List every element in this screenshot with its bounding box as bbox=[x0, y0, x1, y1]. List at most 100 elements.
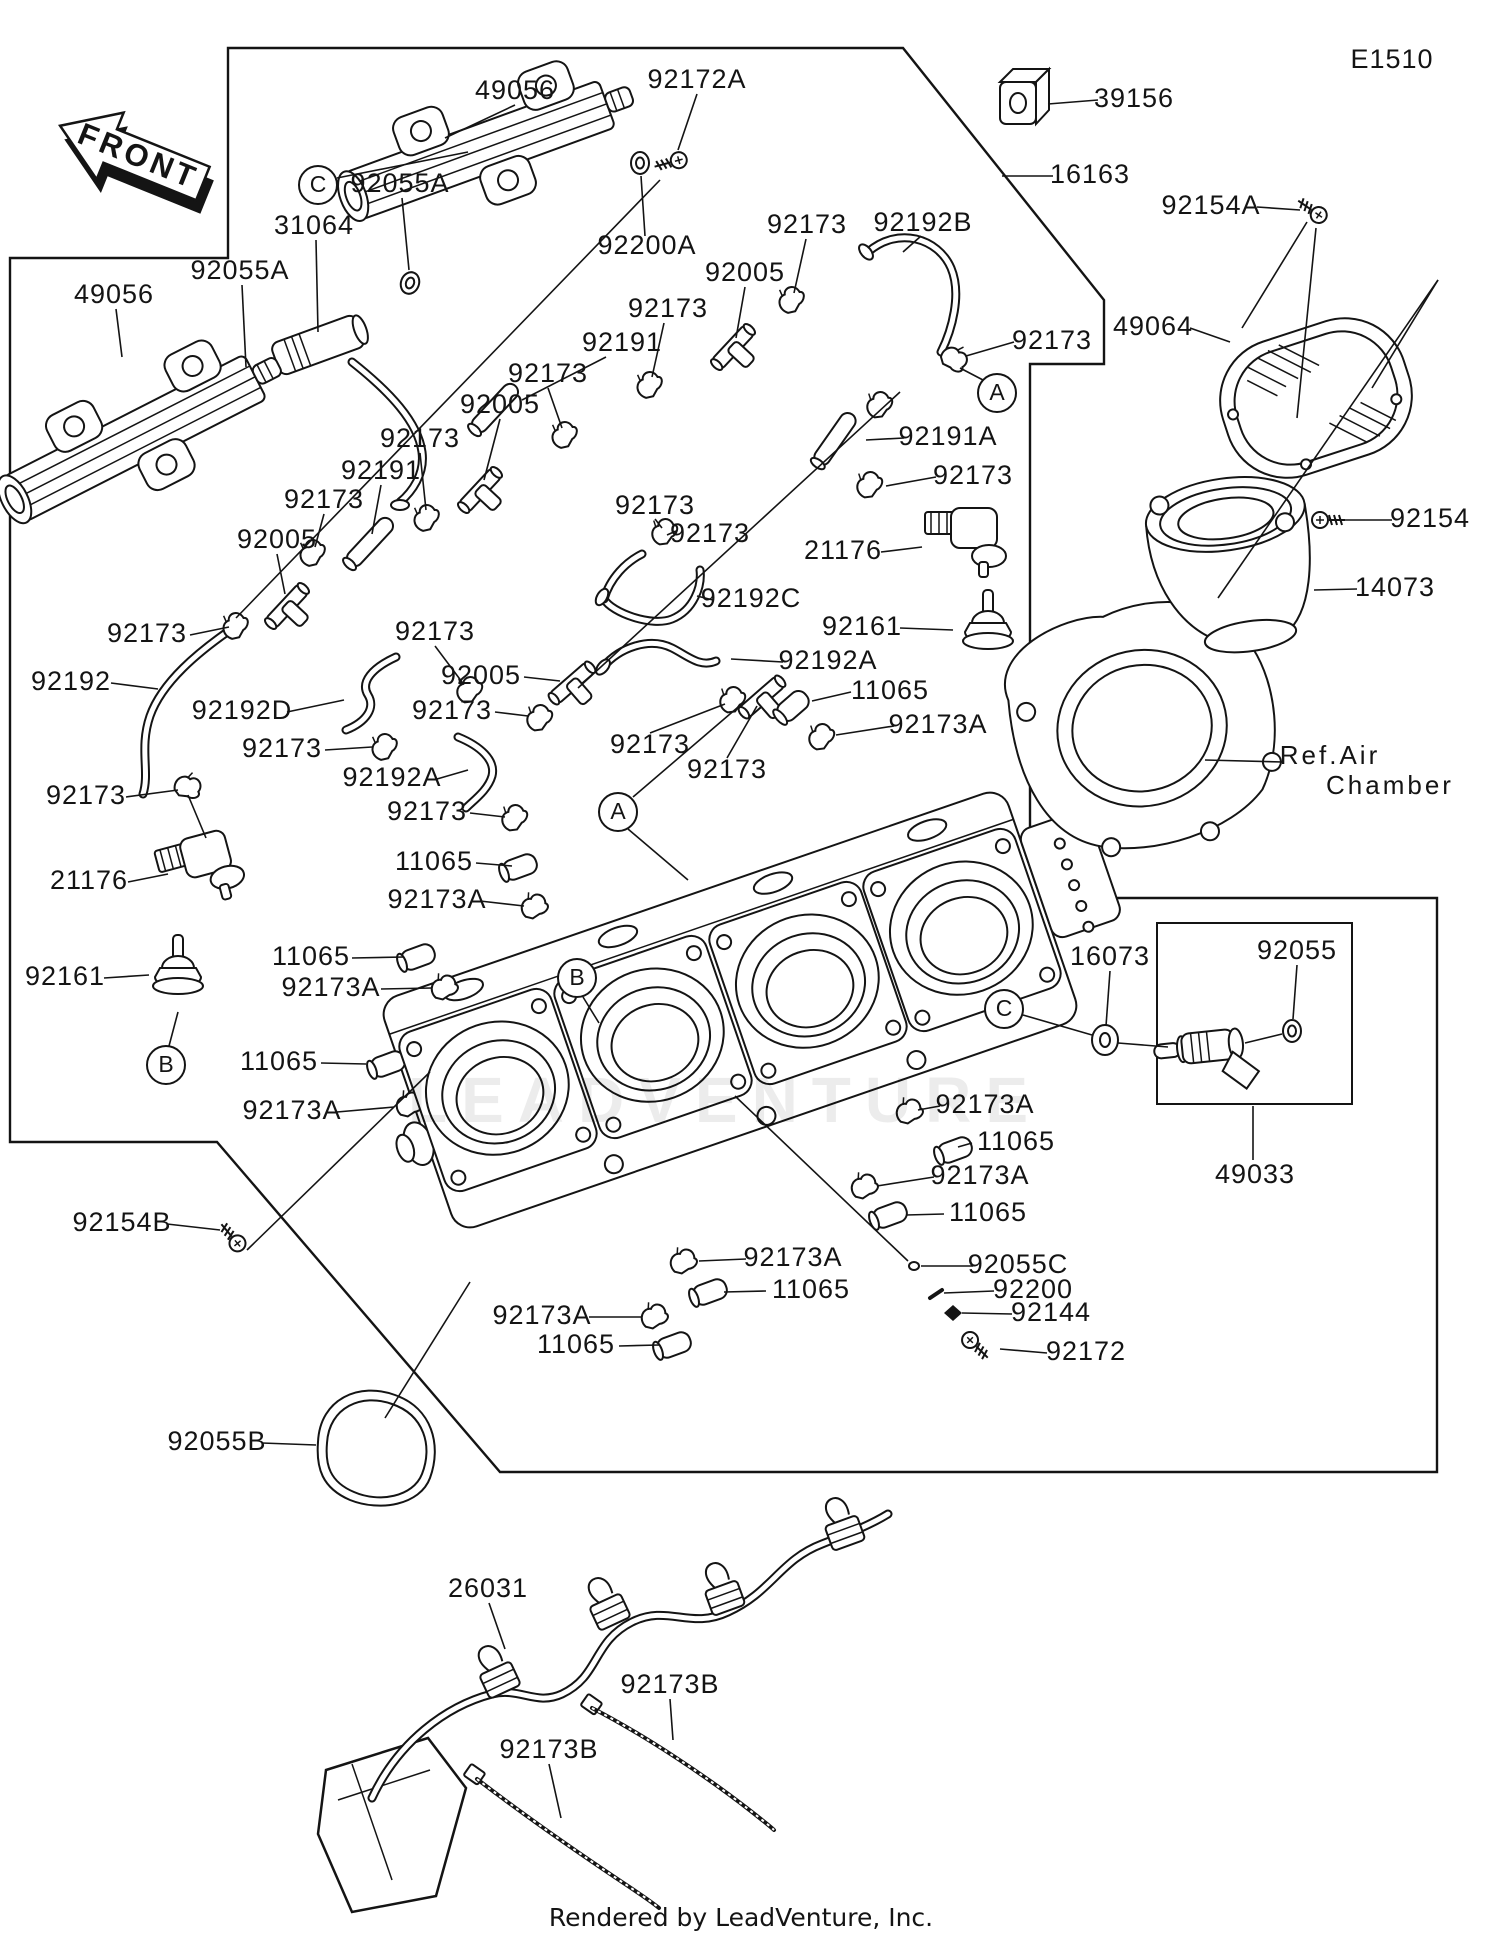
cap-glyph bbox=[688, 1278, 728, 1308]
part-label: 39156 bbox=[1094, 83, 1174, 113]
part-label: 31064 bbox=[274, 210, 354, 240]
part-label: 92173A bbox=[935, 1089, 1034, 1119]
svg-text:C: C bbox=[996, 995, 1013, 1021]
tube-glyph bbox=[467, 382, 520, 438]
part-label: 92173 bbox=[380, 423, 460, 453]
conn-glyph bbox=[704, 1562, 746, 1616]
watermark: LEADVENTURE bbox=[408, 1064, 1042, 1136]
part-label: 92192C bbox=[701, 583, 802, 613]
part-label: 11065 bbox=[395, 846, 473, 876]
clamp-glyph bbox=[850, 1172, 879, 1200]
part-label: 92055A bbox=[190, 255, 289, 285]
vsen-glyph bbox=[962, 589, 1014, 650]
part-label: 92173 bbox=[284, 484, 364, 514]
rail-glyph bbox=[0, 339, 282, 525]
clamp-glyph bbox=[866, 391, 894, 419]
part-label: 92154A bbox=[1161, 190, 1260, 220]
part-label: 49056 bbox=[475, 75, 555, 105]
part-label: 92173 bbox=[615, 490, 695, 520]
svg-text:A: A bbox=[610, 798, 626, 824]
cap-glyph bbox=[396, 943, 436, 973]
page-code: E1510 bbox=[1350, 44, 1433, 74]
clamp-glyph bbox=[520, 892, 549, 920]
tube-glyph bbox=[342, 516, 395, 572]
part-label: 92173 bbox=[933, 460, 1013, 490]
part-labels: 49056 92172 A 39156 16163 92154A 92055A 31064 92… bbox=[25, 64, 1469, 1764]
part-label: 92192A bbox=[778, 645, 877, 675]
leader-lines bbox=[103, 93, 1439, 1819]
cap-glyph bbox=[772, 689, 810, 726]
part-label: 92005 bbox=[441, 660, 521, 690]
clamp-glyph bbox=[430, 973, 459, 1001]
part-label: 92191A bbox=[898, 421, 997, 451]
part-label: 21176 bbox=[50, 865, 128, 895]
cap-glyph bbox=[652, 1331, 692, 1361]
clamp-glyph bbox=[939, 346, 968, 373]
clamp-glyph bbox=[551, 421, 578, 449]
oring-glyph bbox=[399, 271, 421, 295]
vsen-glyph bbox=[152, 934, 204, 995]
clamp-glyph bbox=[640, 1302, 669, 1330]
part-label: 16073 bbox=[1070, 941, 1150, 971]
clamp-glyph bbox=[719, 686, 747, 714]
part-label: 49056 bbox=[74, 279, 154, 309]
bore-glyph bbox=[862, 827, 1062, 1033]
part-label: 92173A bbox=[387, 884, 486, 914]
bore-glyph bbox=[708, 880, 908, 1086]
part-label: 92192B bbox=[873, 207, 972, 237]
clamp-glyph bbox=[651, 518, 679, 546]
svg-text:B: B bbox=[158, 1051, 173, 1077]
tfit-glyph bbox=[709, 323, 757, 371]
oring-glyph bbox=[630, 151, 650, 175]
clamp-glyph bbox=[636, 371, 663, 399]
cap-glyph bbox=[868, 1201, 908, 1231]
reference-bubble-a: A bbox=[977, 373, 1017, 413]
part-label: 92154B bbox=[72, 1207, 171, 1237]
part-label: 92173 bbox=[767, 209, 847, 239]
screw-glyph bbox=[654, 151, 688, 171]
part-label: 26031 bbox=[448, 1573, 528, 1603]
part-label: 92173A bbox=[888, 709, 987, 739]
clamp-glyph bbox=[456, 676, 484, 704]
part-label: 16163 bbox=[1050, 159, 1130, 189]
part-label: 92173A bbox=[930, 1160, 1029, 1190]
reference-bubble-a: A bbox=[598, 792, 638, 832]
part-label: 92161 bbox=[25, 961, 105, 991]
part-label: 92173 bbox=[628, 293, 708, 323]
part-label: 11065 bbox=[772, 1274, 850, 1304]
ref-air-chamber-note-line1: Ref.Air bbox=[1280, 740, 1380, 770]
footer-credit: Rendered by LeadVenture, Inc. bbox=[549, 1903, 933, 1932]
part-label: 92173 bbox=[107, 618, 187, 648]
screw-glyph bbox=[1297, 197, 1328, 225]
part-label: 92192D bbox=[192, 695, 293, 725]
clamp-glyph bbox=[808, 723, 836, 751]
part-label: 92173A bbox=[242, 1095, 341, 1125]
part-label: 49033 bbox=[1215, 1159, 1295, 1189]
clamp-glyph bbox=[895, 1097, 924, 1125]
clamp-glyph bbox=[669, 1247, 698, 1275]
clamp-glyph bbox=[778, 286, 805, 314]
part-label: 92055B bbox=[167, 1426, 266, 1456]
part-label: 92005 bbox=[460, 389, 540, 419]
oring-glyph bbox=[1282, 1019, 1302, 1043]
reference-bubble-b: B bbox=[557, 958, 597, 998]
part-label: 92173B bbox=[620, 1669, 719, 1699]
part-label: 92173A bbox=[743, 1242, 842, 1272]
part-label: 92173 bbox=[387, 796, 467, 826]
part-label: 92055A bbox=[350, 168, 449, 198]
part-label: 92173 bbox=[412, 695, 492, 725]
part-label: 11065 bbox=[240, 1046, 318, 1076]
screw-glyph bbox=[1311, 511, 1345, 529]
conn-glyph bbox=[587, 1577, 631, 1631]
part-label: 92191 bbox=[582, 327, 662, 357]
part-label: 21176 bbox=[804, 535, 882, 565]
part-label: 92173 bbox=[395, 616, 475, 646]
part-label: 92172 bbox=[1046, 1336, 1126, 1366]
part-label: 92144 bbox=[1011, 1297, 1091, 1327]
clamp-glyph bbox=[856, 471, 884, 499]
part-label: 92173 bbox=[508, 358, 588, 388]
clamp-glyph bbox=[526, 704, 554, 732]
clamp-glyph bbox=[413, 504, 440, 532]
